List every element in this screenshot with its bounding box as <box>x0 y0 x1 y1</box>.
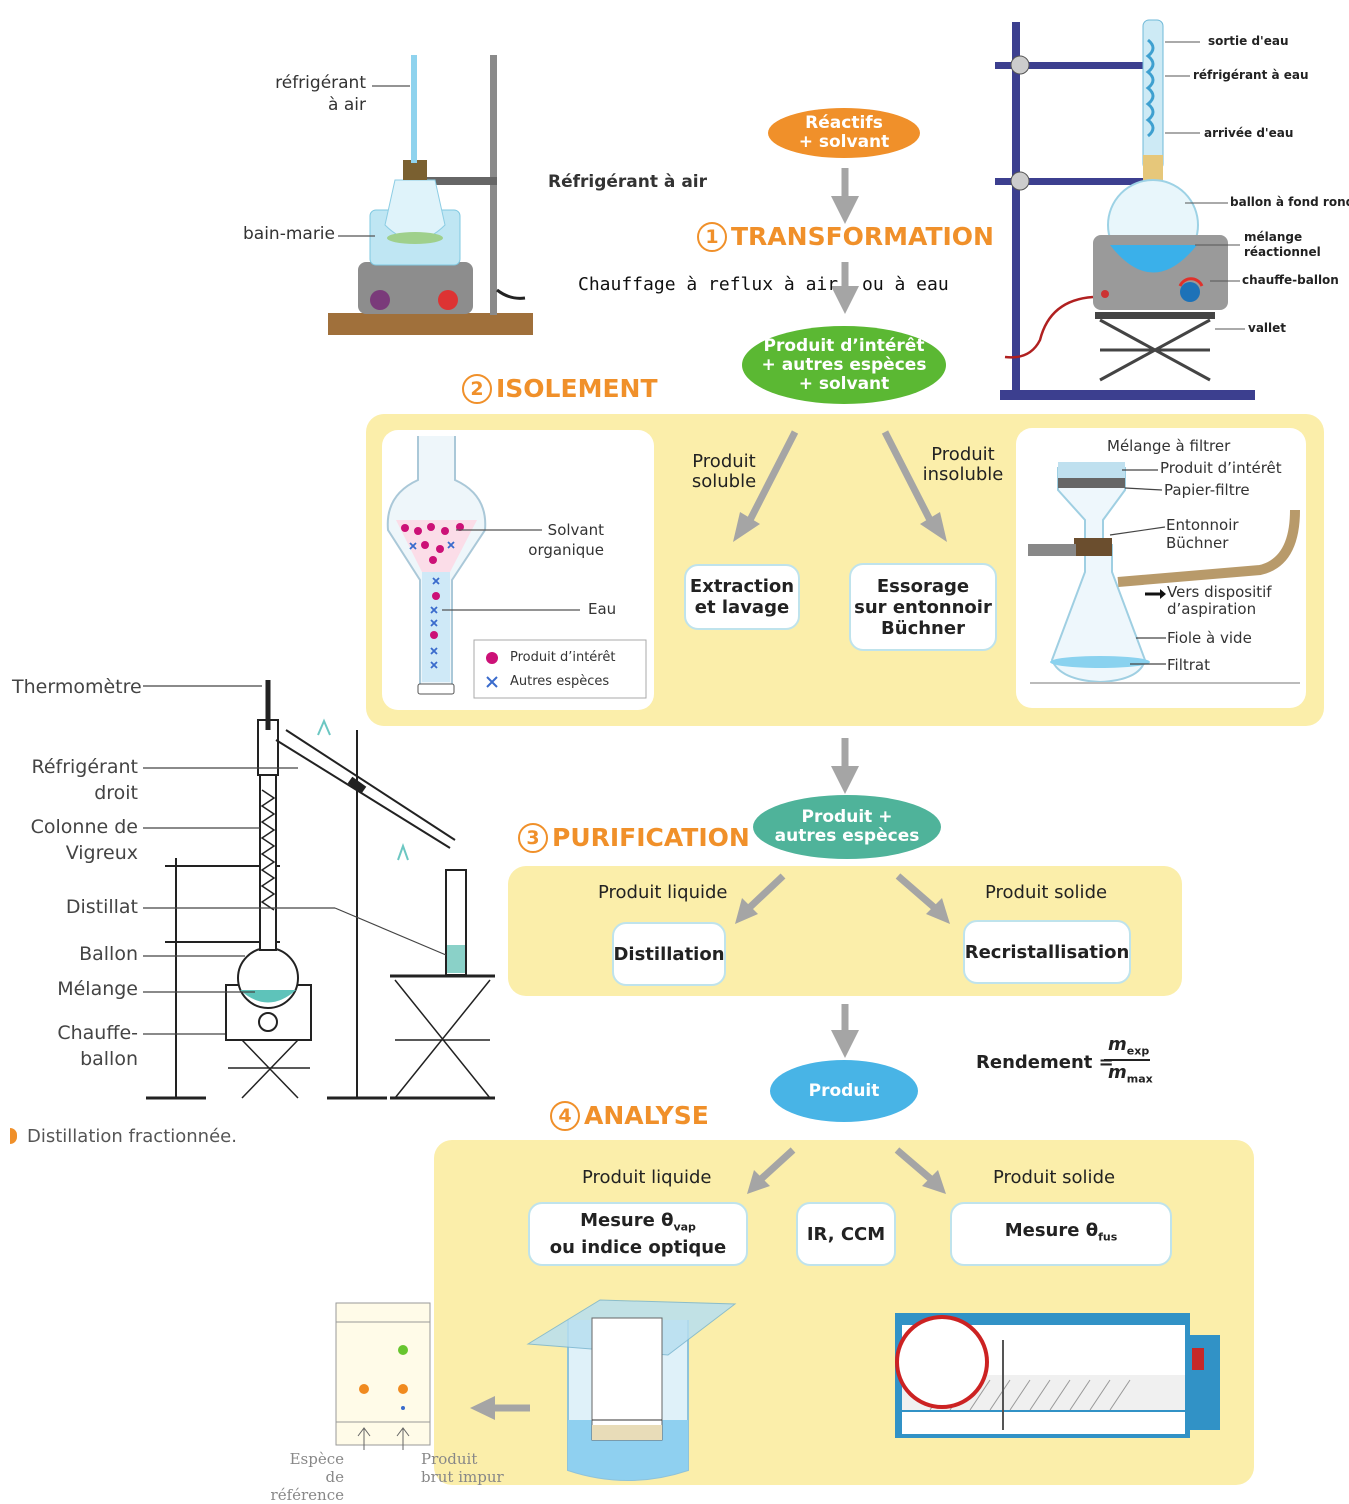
reflux-eau-text: ou à eau <box>862 274 949 295</box>
reflux-air-text: Chauffage à reflux à air <box>578 274 839 295</box>
buchner-label-entonnoir: Entonnoir Büchner <box>1166 516 1239 552</box>
distill-label-thermometre: Thermomètre <box>12 676 142 698</box>
rendement-numerator: mexp <box>1108 1034 1150 1058</box>
mesure-fus-text: Mesure θfus <box>1004 1220 1118 1244</box>
water-label-vallet: vallet <box>1248 321 1287 335</box>
analyse-liquide-label: Produit liquide <box>582 1167 712 1188</box>
legend-produit-label: Produit d’intérêt <box>510 650 616 665</box>
analyse-solide-label: Produit solide <box>993 1167 1116 1188</box>
mesure-vap-line2: ou indice optique <box>549 1237 727 1259</box>
rendement-denominator: mmax <box>1108 1062 1153 1086</box>
distill-label-colonne: Colonne de Vigreux <box>30 816 138 864</box>
buchner-label-melange: Mélange à filtrer <box>1107 437 1231 455</box>
mesure-fus-box: Mesure θfus <box>950 1202 1172 1266</box>
distill-label-ballon: Ballon <box>79 943 138 965</box>
step-title: PURIFICATION <box>552 823 750 852</box>
mesure-vap-line1: Mesure θvap <box>580 1209 696 1234</box>
soluble-label: Produit soluble <box>691 451 757 492</box>
step-number: 4 <box>550 1101 580 1131</box>
essorage-box: Essorage sur entonnoir Büchner <box>849 563 997 651</box>
distill-label-refrigerant: Réfrigérant droit <box>31 756 138 804</box>
node-produit-autres: Produit + autres espèces <box>753 795 941 859</box>
distill-label-chauffe: Chauffe- ballon <box>57 1022 138 1070</box>
water-reflux-illustration <box>995 19 1255 400</box>
rendement-label: Rendement = <box>976 1052 1114 1073</box>
step-title: ANALYSE <box>584 1101 709 1130</box>
ccm-ref-label: Espèce de référence <box>270 1450 344 1504</box>
eau-label: Eau <box>588 600 617 618</box>
step-title: TRANSFORMATION <box>731 222 994 251</box>
ccm-brut-label: Produit brut impur <box>421 1450 504 1486</box>
water-label-chauffe: chauffe-ballon <box>1242 273 1339 287</box>
step-title: ISOLEMENT <box>496 374 658 403</box>
buchner-label-fiole: Fiole à vide <box>1167 629 1252 647</box>
step-number: 1 <box>697 222 727 252</box>
buchner-label-aspiration: Vers dispositif d’aspiration <box>1167 583 1272 618</box>
air-refrigerant-label: réfrigérant à air <box>275 73 366 115</box>
distill-label-distillat: Distillat <box>65 896 138 918</box>
node-produit-interet: Produit d’intérêt + autres espèces + sol… <box>742 326 946 404</box>
purif-liquide-label: Produit liquide <box>598 882 728 903</box>
extraction-box: Extraction et lavage <box>684 564 800 630</box>
purif-solide-label: Produit solide <box>985 882 1108 903</box>
caption-marker-icon <box>10 1128 17 1144</box>
ir-ccm-box: IR, CCM <box>796 1202 896 1266</box>
legend-autres-label: Autres espèces <box>510 674 610 689</box>
recristallisation-box: Recristallisation <box>963 920 1131 984</box>
distillation-box: Distillation <box>612 922 726 986</box>
water-label-sortie: sortie d'eau <box>1208 34 1289 48</box>
node-reactifs: Réactifs + solvant <box>768 108 920 158</box>
insoluble-label: Produit insoluble <box>922 444 1004 485</box>
water-label-ballon: ballon à fond rond <box>1230 195 1349 209</box>
air-reflux-caption: Réfrigérant à air <box>548 172 708 192</box>
analyse-panel <box>434 1140 1254 1485</box>
water-label-refrigerant: réfrigérant à eau <box>1193 68 1309 82</box>
bain-marie-label: bain-marie <box>243 224 335 244</box>
rendement-fraction-bar <box>1104 1059 1150 1061</box>
mesure-vap-box: Mesure θvap ou indice optique <box>528 1202 748 1266</box>
solvant-label: Solvant organique <box>528 521 604 559</box>
node-produit: Produit <box>770 1060 918 1122</box>
step-number: 2 <box>462 374 492 404</box>
water-label-melange: mélange réactionnel <box>1244 230 1321 259</box>
distill-label-melange: Mélange <box>57 978 138 1000</box>
water-label-arrivee: arrivée d'eau <box>1204 126 1294 140</box>
step-number: 3 <box>518 823 548 853</box>
fractional-distillation-illustration <box>143 680 495 1100</box>
distill-caption: Distillation fractionnée. <box>10 1126 237 1147</box>
buchner-label-papier: Papier-filtre <box>1164 481 1250 499</box>
air-reflux-illustration <box>328 55 533 335</box>
buchner-label-produit: Produit d’intérêt <box>1160 459 1282 477</box>
buchner-label-filtrat: Filtrat <box>1167 656 1210 674</box>
